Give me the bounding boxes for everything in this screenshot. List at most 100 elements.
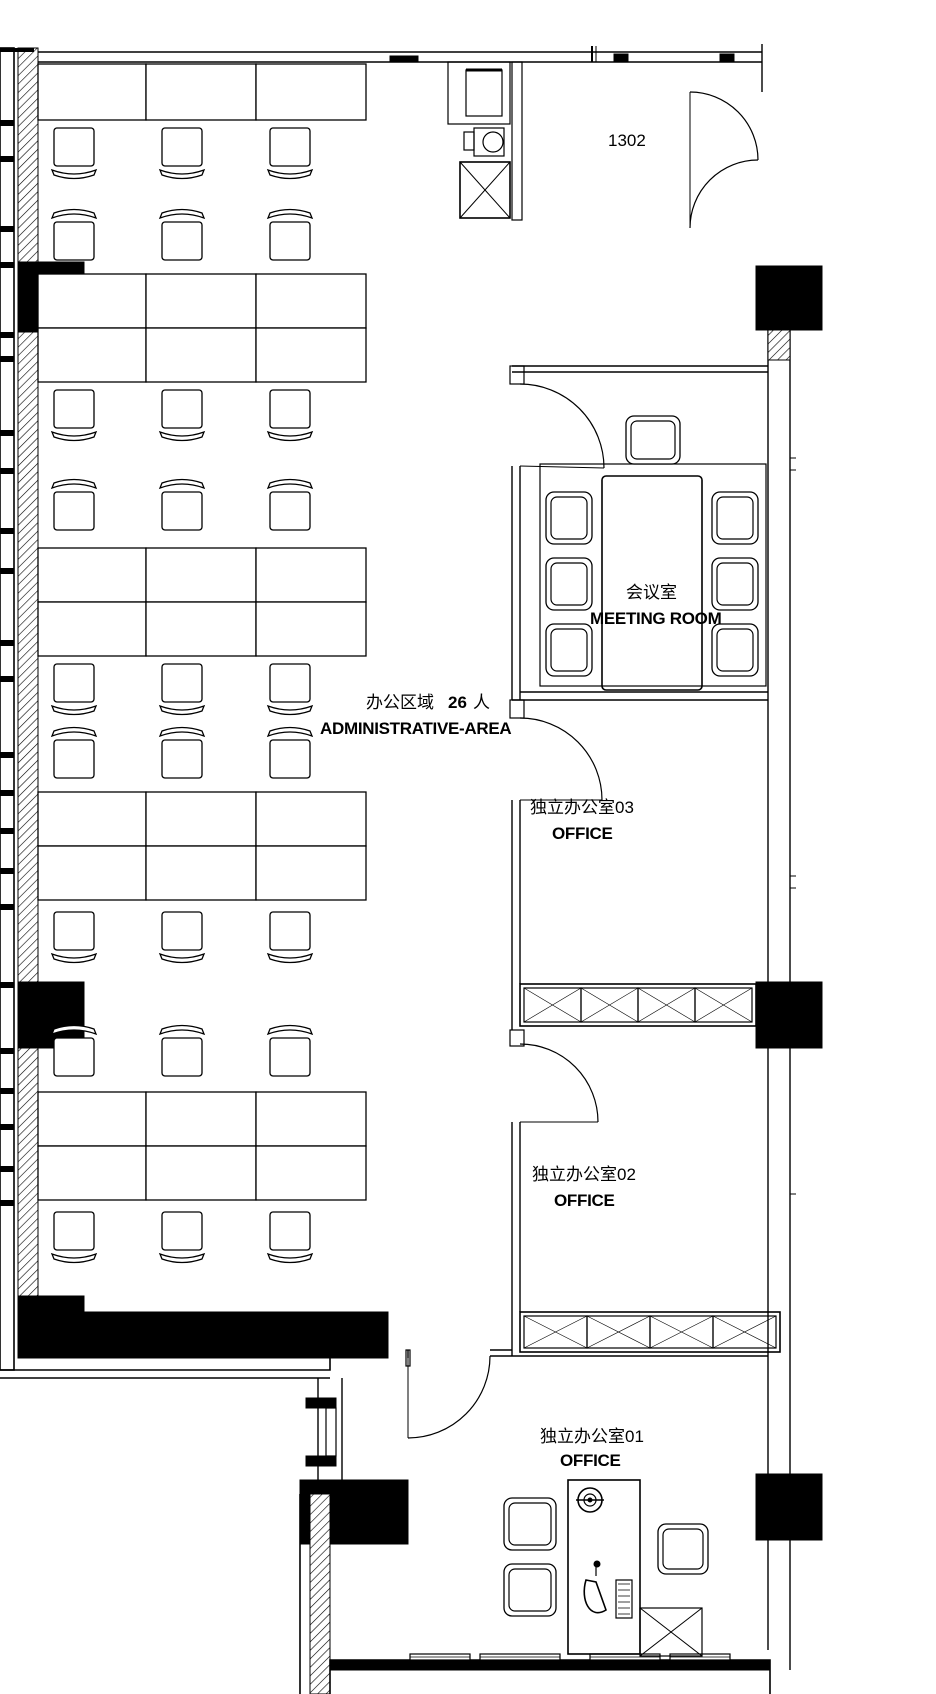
window-mullion: [0, 226, 14, 232]
armchair: [503, 1563, 557, 1617]
window-mullion: [0, 568, 14, 574]
workstation-desk: [37, 63, 147, 121]
office-desk: [567, 1479, 641, 1655]
chair-back: [50, 168, 98, 180]
armchair: [657, 1523, 709, 1575]
entry-double-door: [689, 91, 759, 229]
armchair: [545, 557, 593, 611]
chair-back: [50, 726, 98, 738]
office-03: [509, 699, 757, 1030]
cabinet-cross: [523, 987, 582, 1023]
workstation-desk: [145, 601, 257, 657]
armchair-seat: [550, 628, 588, 672]
workstation-desk: [145, 327, 257, 383]
workstation-chair: [161, 389, 203, 429]
desk-lamp-icon: [576, 1487, 604, 1513]
chair-back: [50, 208, 98, 220]
armchair-seat: [630, 420, 676, 460]
office-chairs: [503, 1497, 709, 1617]
workstation-chair: [269, 491, 311, 531]
chair-back: [158, 726, 206, 738]
chair-back: [158, 430, 206, 442]
keyboard-icon: [615, 1579, 633, 1619]
workstation-chair: [269, 739, 311, 779]
office-03-label-en: OFFICE: [552, 824, 613, 843]
armchair: [545, 491, 593, 545]
office-01: [405, 1349, 768, 1657]
armchair: [503, 1497, 557, 1551]
chair-back: [50, 1252, 98, 1264]
admin-area-count: 26: [448, 693, 467, 712]
meeting-room-label-en: MEETING ROOM: [590, 609, 722, 628]
workstation-chair: [269, 663, 311, 703]
cabinet-cross: [694, 987, 753, 1023]
workstation-desk: [145, 1091, 257, 1147]
window-mullion: [0, 156, 14, 162]
unit-number: 1302: [608, 131, 646, 150]
window-mullion: [0, 752, 14, 758]
armchair-seat: [508, 1502, 552, 1546]
chair-back: [266, 952, 314, 964]
workstation-chair: [269, 127, 311, 167]
armchair-seat: [508, 1568, 552, 1612]
chair-back: [158, 704, 206, 716]
window-mullion: [0, 262, 14, 268]
workstation-chair: [161, 911, 203, 951]
window-mullion: [0, 1088, 14, 1094]
storage-cabinets: [519, 1311, 781, 1353]
chair-back: [158, 952, 206, 964]
service-core: [447, 61, 523, 221]
chair-back: [266, 1024, 314, 1036]
office-01-label-cn: 独立办公室01: [540, 1427, 644, 1446]
workstation-desk: [255, 327, 367, 383]
workstation-desk: [145, 1145, 257, 1201]
cabinet-cross: [586, 1315, 651, 1349]
bottom-windows: [409, 1653, 731, 1661]
workstation-chair: [53, 491, 95, 531]
workstation-desk: [37, 791, 147, 847]
cabinet-cross: [523, 1315, 588, 1349]
window-mullion: [0, 356, 14, 362]
cabinet-cross: [712, 1315, 777, 1349]
chair-back: [266, 704, 314, 716]
chair-back: [158, 168, 206, 180]
workstation-desk: [255, 1091, 367, 1147]
workstation-desk: [37, 547, 147, 603]
workstation-chair: [161, 491, 203, 531]
workstation-chair: [161, 663, 203, 703]
workstation-desk: [37, 1091, 147, 1147]
cabinet-unit: [712, 1315, 777, 1349]
window-mullion: [0, 48, 34, 52]
chair-back: [50, 430, 98, 442]
workstation-chair: [53, 1037, 95, 1077]
chair-back: [50, 478, 98, 490]
window-mullion: [0, 828, 14, 834]
workstation-chair: [53, 221, 95, 261]
chair-back: [158, 478, 206, 490]
armchair-seat: [550, 496, 588, 540]
phone-icon: [583, 1579, 607, 1614]
office-03-label-cn: 独立办公室03: [530, 798, 634, 817]
meeting-room-label-cn: 会议室: [626, 583, 677, 602]
office-02: [509, 1029, 781, 1356]
workstation-desk: [255, 63, 367, 121]
chair-back: [266, 208, 314, 220]
armchair-seat: [550, 562, 588, 606]
cabinet-frame: [519, 1311, 781, 1353]
meeting-chairs: [545, 415, 759, 677]
workstation-chair: [269, 1211, 311, 1251]
workstation-chair: [161, 1211, 203, 1251]
workstation-desk: [145, 63, 257, 121]
workstation-desk: [255, 791, 367, 847]
workstation-chairs: [50, 127, 314, 1264]
storage-cabinets: [519, 983, 757, 1027]
window-mullion: [0, 868, 14, 874]
window-mullion: [0, 904, 14, 910]
window-mullion: [0, 982, 14, 988]
workstation-desk: [145, 845, 257, 901]
admin-area-label-cn: 办公区域: [366, 693, 434, 712]
workstation-desk: [37, 601, 147, 657]
armchair: [711, 623, 759, 677]
chair-back: [266, 430, 314, 442]
